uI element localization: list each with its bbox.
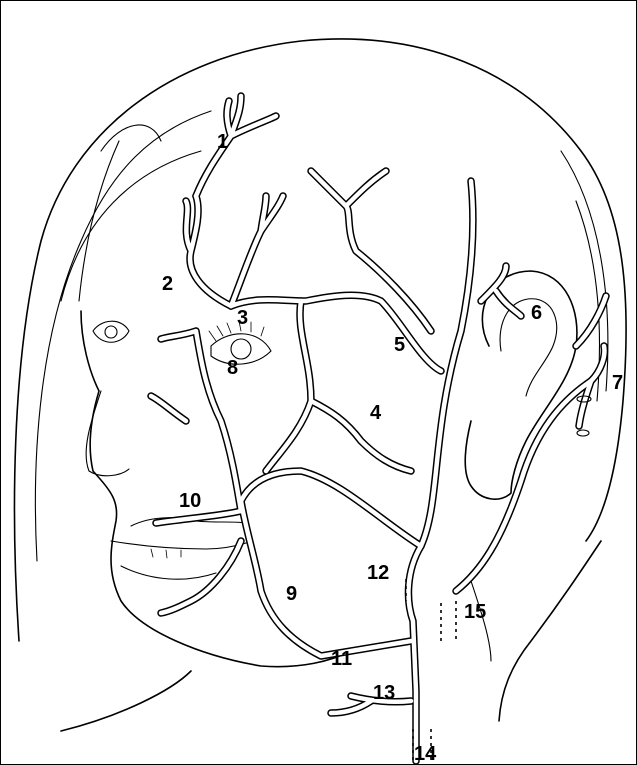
teeth xyxy=(151,549,181,558)
left-iris xyxy=(105,326,117,338)
left-eye xyxy=(93,321,129,342)
label-14: 14 xyxy=(414,744,436,764)
label-9: 9 xyxy=(286,584,297,604)
label-3: 3 xyxy=(237,308,248,328)
label-10: 10 xyxy=(179,491,201,511)
neck-left xyxy=(61,671,191,731)
nose xyxy=(86,391,129,476)
label-11: 11 xyxy=(331,649,352,669)
cut-vessel-end-lower xyxy=(577,430,589,436)
label-2: 2 xyxy=(162,274,173,294)
label-4: 4 xyxy=(370,403,381,423)
ear-outline xyxy=(465,271,577,499)
hair-fringe xyxy=(79,125,161,301)
right-iris xyxy=(231,339,251,359)
label-12: 12 xyxy=(367,563,389,583)
label-15: 15 xyxy=(464,602,486,622)
label-8: 8 xyxy=(227,358,238,378)
label-6: 6 xyxy=(531,303,542,323)
ear-inner xyxy=(500,299,557,396)
label-13: 13 xyxy=(373,683,395,703)
label-1: 1 xyxy=(217,132,228,152)
hair-outline xyxy=(14,39,626,641)
neck-right xyxy=(499,541,601,721)
mouth-line xyxy=(111,541,246,549)
label-5: 5 xyxy=(394,335,405,355)
lower-lip xyxy=(121,566,216,579)
vessel-network xyxy=(151,96,606,761)
label-7: 7 xyxy=(612,373,623,393)
right-eye xyxy=(211,334,271,364)
